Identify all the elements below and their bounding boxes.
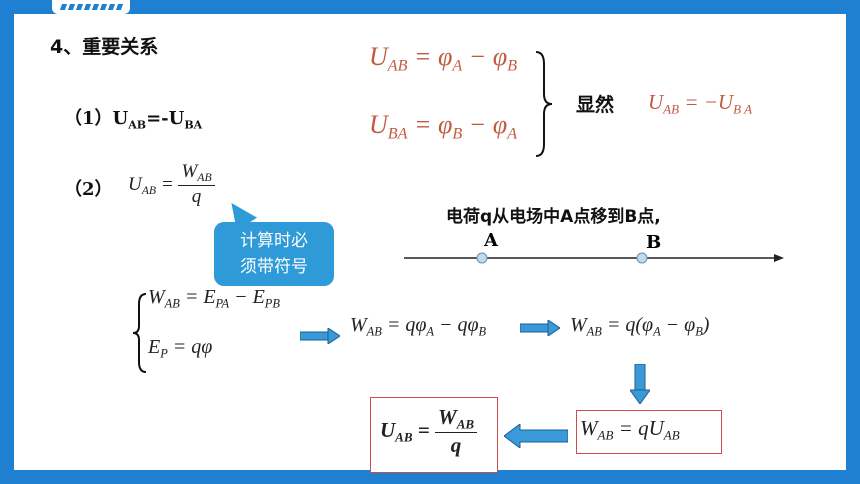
result-box-u bbox=[370, 397, 498, 473]
formula-uab-phi: UAB = φA − φB bbox=[369, 42, 518, 75]
formula-uba-phi: UBA = φB − φA bbox=[369, 110, 518, 143]
frame-right-bar bbox=[846, 0, 860, 484]
frame-top-bar bbox=[0, 0, 860, 14]
frame-left-bar bbox=[0, 0, 14, 484]
slide-tab-decoration bbox=[52, 0, 130, 14]
relation-1-prefix: （1） bbox=[64, 108, 113, 129]
charge-move-sentence: 电荷q从电场中A点移到B点, bbox=[446, 207, 661, 227]
relation-1: （1）UAB=-UBA bbox=[64, 104, 202, 132]
formula-obvious: UAB = −UB A bbox=[648, 90, 753, 117]
section-heading: 4、重要关系 bbox=[50, 36, 159, 58]
relation-1-sub-ab: AB bbox=[128, 118, 147, 132]
formula-mid-1: WAB = qφA − qφB bbox=[350, 314, 487, 339]
formula-system-2: EP = qφ bbox=[148, 336, 213, 361]
bubble-line-1: 计算时必 bbox=[240, 231, 308, 251]
arrow-down bbox=[630, 364, 650, 404]
obviously-label: 显然 bbox=[576, 94, 615, 116]
arrow-left bbox=[504, 424, 568, 448]
arrow-right-1 bbox=[300, 328, 340, 344]
relation-1-sub-ba: BA bbox=[184, 118, 203, 132]
relation-1-u: U bbox=[112, 108, 129, 129]
system-brace bbox=[132, 293, 147, 373]
point-b-label: B bbox=[646, 232, 662, 253]
relation-2-prefix: （2） bbox=[64, 179, 113, 200]
result-box-w bbox=[576, 410, 722, 454]
formula-w-qu: WAB = qUAB bbox=[580, 416, 680, 443]
formula-mid-2: WAB = q(φA − φB) bbox=[570, 314, 710, 339]
relation-1-mid: =-U bbox=[146, 108, 185, 129]
sign-note-bubble: 计算时必 须带符号 bbox=[214, 222, 334, 286]
point-a-label: A bbox=[484, 230, 498, 251]
right-brace bbox=[535, 51, 553, 157]
frame-bottom-bar bbox=[0, 470, 860, 484]
bubble-line-2: 须带符号 bbox=[240, 257, 308, 277]
formula-system-1: WAB = EPA − EPB bbox=[148, 286, 280, 311]
slide-content: 4、重要关系 （1）UAB=-UBA UAB = φA − φB UBA = φ… bbox=[14, 14, 846, 473]
field-line bbox=[404, 252, 784, 264]
arrow-right-2 bbox=[520, 320, 560, 336]
